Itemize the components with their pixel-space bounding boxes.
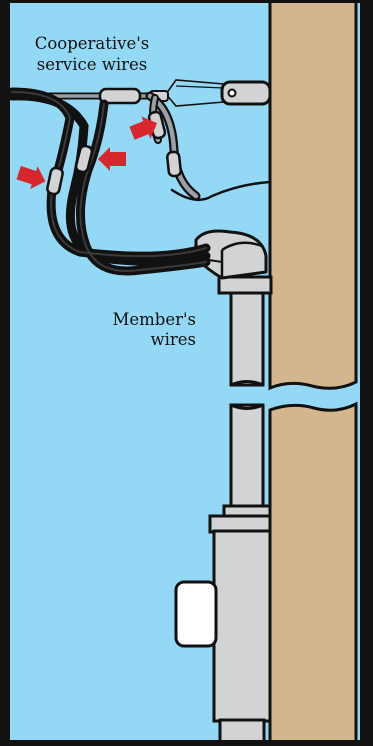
arrow-icon [129,116,158,140]
left-border [0,0,10,746]
cooperative-label-line2: service wires [37,55,148,74]
meter-base [174,504,272,746]
bottom-border [0,740,373,746]
red-arrows [16,116,158,190]
utility-pole [268,0,358,746]
wire-connectors [46,110,182,196]
service-drop-attachment [164,79,272,107]
right-border [360,0,373,746]
connector-sleeve [74,144,94,174]
arrow-icon [98,147,126,171]
connector-sleeve [166,150,182,178]
arrow-icon [16,166,46,190]
member-label-line1: Member's [112,310,196,329]
connector-sleeve [46,166,64,196]
service-wires [7,87,272,276]
cooperative-label-line1: Cooperative's [35,34,150,53]
member-label-line2: wires [150,330,196,349]
